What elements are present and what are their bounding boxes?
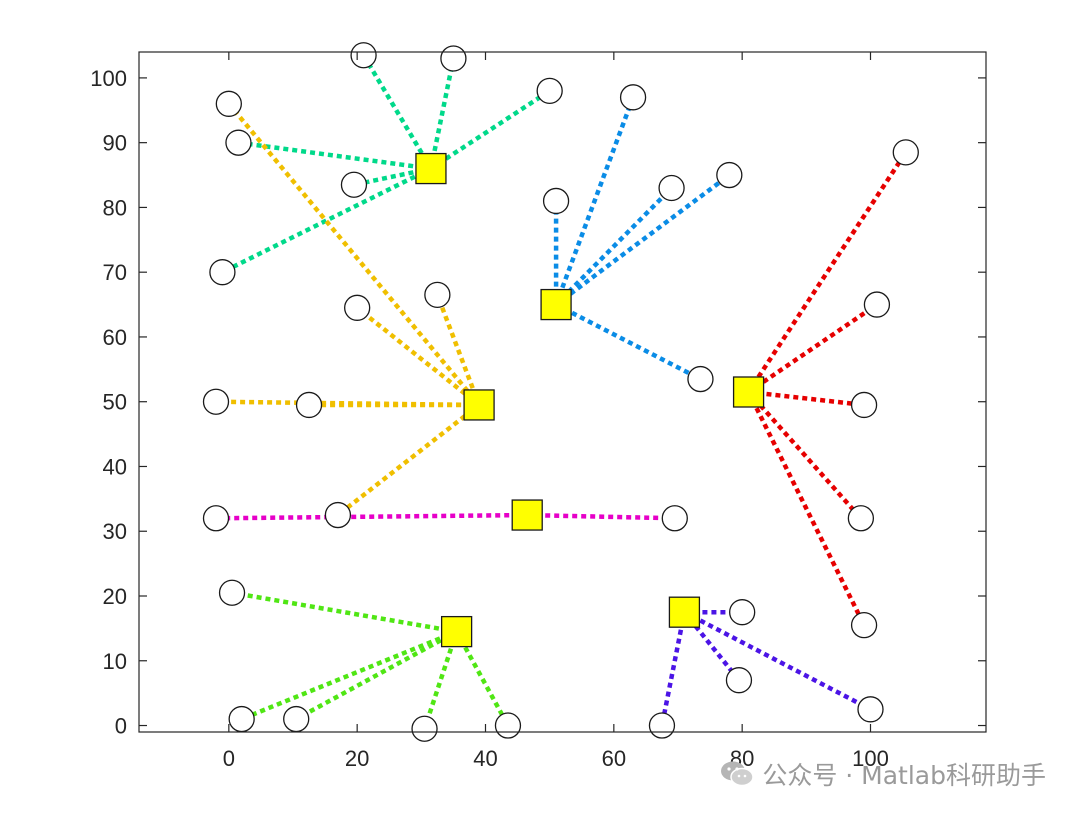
device-point: [344, 294, 371, 321]
device-point: [716, 161, 743, 189]
y-tick-label: 50: [103, 390, 127, 415]
y-tick-label: 70: [103, 260, 127, 285]
link-lines: [215, 54, 908, 730]
link-line: [746, 391, 867, 627]
link-line: [746, 390, 863, 520]
device-point: [536, 77, 563, 105]
device-point: [424, 281, 451, 309]
device-point: [892, 139, 919, 166]
link-line: [554, 173, 731, 307]
link-line: [231, 590, 458, 634]
device-point: [202, 388, 230, 415]
y-tick-label: 40: [103, 454, 127, 479]
device-point: [440, 45, 467, 72]
link-line: [659, 611, 687, 726]
device-point: [725, 667, 753, 694]
link-line: [215, 399, 480, 408]
link-line: [429, 88, 551, 171]
link-line: [428, 58, 456, 170]
y-tick-label: 20: [103, 584, 127, 609]
link-line: [555, 302, 702, 382]
device-point: [850, 391, 878, 419]
device-point: [324, 501, 352, 529]
link-line: [238, 140, 432, 171]
device-point: [658, 174, 685, 202]
x-tick-label: 100: [852, 746, 889, 771]
device-point: [283, 705, 310, 733]
device-point: [648, 712, 676, 739]
x-tick-label: 60: [602, 746, 626, 771]
wechat-icon: [721, 761, 755, 787]
link-line: [747, 302, 879, 394]
watermark-text: 公众号 · Matlab科研助手: [762, 761, 1046, 790]
link-line: [746, 151, 908, 394]
device-point: [350, 42, 377, 69]
device-point: [209, 259, 236, 286]
y-axis-ticks: 0 10 20 30 40 50 60 70 80 90 100: [90, 66, 986, 739]
y-tick-label: 30: [103, 519, 127, 544]
y-tick-label: 80: [103, 195, 127, 220]
x-tick-label: 40: [473, 746, 497, 771]
device-point: [202, 505, 230, 532]
link-line: [422, 630, 459, 730]
link-line: [336, 403, 481, 517]
device-point: [411, 715, 438, 742]
link-line: [295, 629, 458, 722]
link-line: [553, 96, 636, 306]
device-point: [542, 187, 570, 215]
device-point: [857, 696, 884, 723]
center-marker: [668, 596, 701, 628]
link-line: [435, 294, 482, 406]
link-line: [748, 389, 865, 408]
y-tick-label: 60: [103, 325, 127, 350]
link-line: [527, 512, 675, 521]
device-point: [340, 171, 368, 198]
y-tick-label: 0: [115, 714, 127, 739]
link-line: [683, 610, 872, 712]
device-point: [228, 705, 255, 733]
watermark: 公众号 · Matlab科研助手: [720, 756, 1046, 792]
link-line: [361, 54, 433, 170]
device-point: [218, 579, 246, 606]
device-point: [295, 391, 323, 419]
device-point: [215, 90, 242, 117]
x-tick-label: 0: [223, 746, 235, 771]
link-line: [240, 629, 458, 722]
center-marker: [540, 288, 572, 321]
device-points: [202, 42, 919, 742]
center-marker: [440, 615, 473, 648]
device-point: [494, 712, 522, 739]
link-line: [227, 102, 481, 407]
center-marker: [732, 376, 765, 408]
device-point: [847, 505, 875, 532]
y-tick-label: 10: [103, 649, 127, 674]
device-point: [850, 611, 878, 639]
x-tick-label: 20: [345, 746, 369, 771]
device-point: [729, 599, 756, 626]
link-line: [682, 610, 741, 682]
device-point: [225, 129, 252, 156]
device-point: [619, 84, 647, 111]
center-markers: [415, 152, 765, 648]
y-tick-label: 90: [103, 131, 127, 156]
device-point: [863, 291, 891, 318]
center-marker: [415, 152, 447, 185]
y-tick-label: 100: [90, 66, 127, 91]
axes-box: [138, 51, 987, 733]
link-line: [554, 186, 674, 307]
device-point: [661, 505, 688, 532]
link-line: [355, 306, 481, 407]
link-line: [221, 166, 432, 275]
link-line: [215, 512, 528, 521]
center-marker: [511, 499, 543, 531]
center-marker: [463, 389, 495, 421]
device-point: [687, 365, 714, 393]
